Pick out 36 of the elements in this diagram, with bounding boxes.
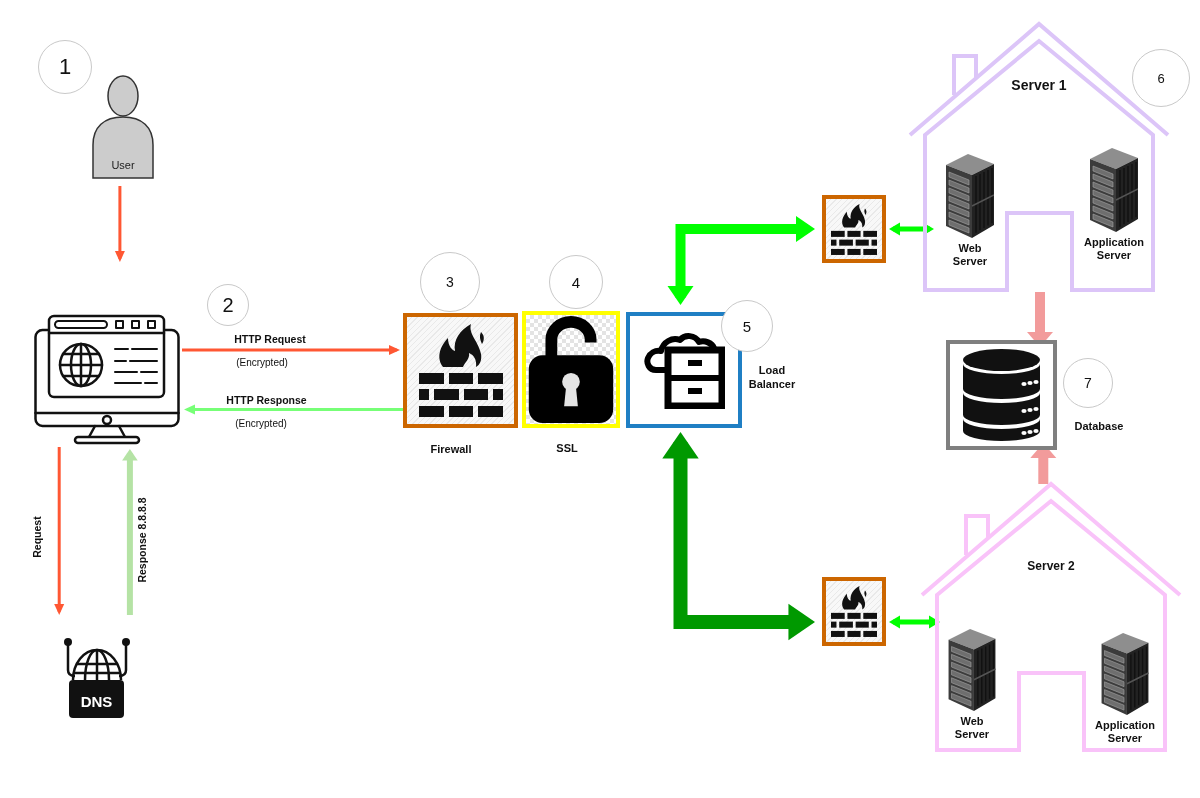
node-label: Application Server bbox=[1094, 719, 1156, 745]
double-arrow bbox=[667, 216, 815, 305]
node-label: DNS bbox=[69, 680, 124, 718]
node-label: Application Server bbox=[1083, 236, 1145, 262]
callout-number: 4 bbox=[549, 255, 603, 309]
node-label: Web Server bbox=[951, 242, 989, 268]
edge-label: HTTP Response bbox=[224, 393, 309, 406]
arrow bbox=[182, 344, 400, 355]
edge-note: (Encrypted) bbox=[235, 418, 287, 430]
callout-number: 7 bbox=[1063, 358, 1113, 408]
edge-label: Request bbox=[31, 514, 44, 560]
node-label: Server 2 bbox=[1027, 559, 1075, 574]
double-arrow bbox=[888, 222, 935, 236]
callout-number: 6 bbox=[1132, 49, 1190, 107]
arrow bbox=[122, 449, 138, 615]
edge-label: HTTP Request bbox=[232, 332, 308, 345]
callout-number: 1 bbox=[38, 40, 92, 94]
callout-number: 5 bbox=[721, 300, 773, 352]
node-label: Server 1 bbox=[1011, 77, 1067, 94]
callout-number: 3 bbox=[420, 252, 480, 312]
callout-number: 2 bbox=[207, 284, 249, 326]
arrow bbox=[114, 186, 125, 262]
arrow bbox=[184, 404, 403, 415]
node-label: Web Server bbox=[953, 715, 991, 741]
double-arrow bbox=[662, 431, 816, 641]
node-label: Load Balancer bbox=[747, 363, 797, 391]
computer-monitor-icon bbox=[33, 314, 182, 447]
arrow bbox=[54, 447, 65, 615]
node-label: Firewall bbox=[430, 442, 472, 456]
node-label: SSL bbox=[556, 441, 578, 455]
firewall-frame bbox=[822, 195, 886, 263]
edge-note: (Encrypted) bbox=[236, 357, 288, 369]
edge-label: Response 8.8.8.8 bbox=[135, 495, 148, 585]
firewall-frame bbox=[822, 577, 886, 646]
node-label: Database bbox=[1074, 419, 1124, 433]
node-label: User bbox=[111, 159, 135, 172]
